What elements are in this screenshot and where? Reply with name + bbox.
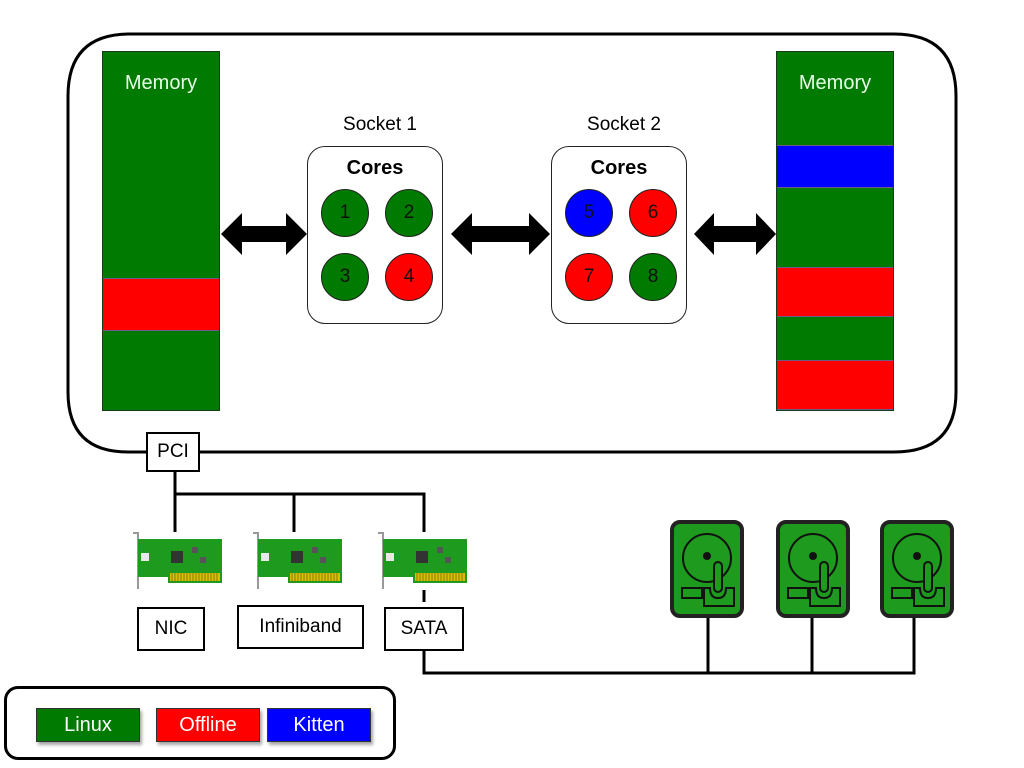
- cores-title: Cores: [590, 157, 648, 179]
- memory-segment-offline: [777, 359, 893, 410]
- core-1: 1: [321, 189, 369, 237]
- hard-disk-icon: [670, 520, 744, 623]
- pci-card-icon: [248, 531, 344, 596]
- hard-disk-icon: [880, 520, 954, 623]
- pci-label: PCI: [146, 432, 200, 472]
- memory-segment-kitten: [777, 145, 893, 189]
- cores-title: Cores: [346, 157, 404, 179]
- pci-card-icon: [373, 531, 469, 596]
- double-arrow-icon: [451, 213, 550, 255]
- hard-disk-icon: [776, 520, 850, 623]
- core-3: 3: [321, 253, 369, 301]
- memory-label: Memory: [124, 72, 198, 94]
- device-label-infiniband: Infiniband: [237, 605, 364, 649]
- node-outline: [66, 32, 958, 454]
- socket-2-label: Socket 2: [587, 114, 661, 135]
- memory-label: Memory: [798, 72, 872, 94]
- device-label-sata: SATA: [384, 607, 464, 651]
- device-label-nic: NIC: [137, 607, 205, 651]
- memory-segment-offline: [777, 266, 893, 317]
- pci-card-icon: [128, 531, 224, 596]
- core-6: 6: [629, 189, 677, 237]
- socket-1-label: Socket 1: [343, 114, 417, 135]
- legend-kitten: Kitten: [267, 708, 371, 742]
- core-5: 5: [565, 189, 613, 237]
- legend-offline: Offline: [156, 708, 260, 742]
- double-arrow-icon: [221, 213, 307, 255]
- double-arrow-icon: [694, 213, 776, 255]
- pci-bus-line: [173, 472, 426, 532]
- core-8: 8: [629, 253, 677, 301]
- legend: [4, 686, 396, 760]
- core-7: 7: [565, 253, 613, 301]
- core-2: 2: [385, 189, 433, 237]
- memory-bank-right: Memory: [776, 51, 894, 411]
- sata-bus-line: [422, 590, 916, 675]
- legend-linux: Linux: [36, 708, 140, 742]
- core-4: 4: [385, 253, 433, 301]
- memory-bank-left: Memory: [102, 51, 220, 411]
- memory-segment-offline: [103, 277, 219, 332]
